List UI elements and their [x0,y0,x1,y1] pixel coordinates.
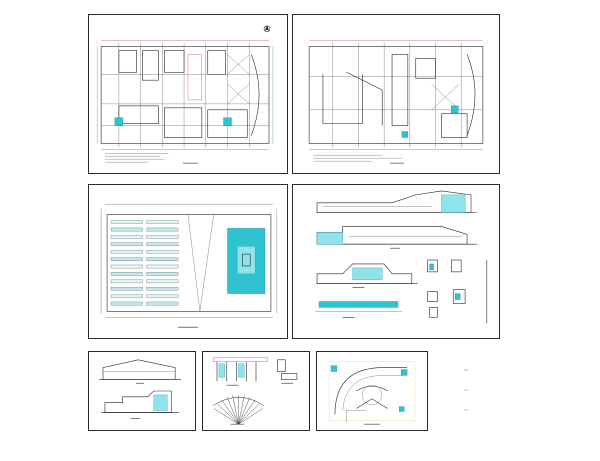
roof-panel-row [146,242,179,247]
drawing-sheet-structure[interactable] [202,351,310,431]
grid-lines [101,42,269,148]
roof-panel-row [146,250,179,254]
drawing-sheet-section[interactable] [88,351,196,431]
fan-rib [238,403,260,425]
structure-drawing [212,357,298,425]
elevation-1 [316,190,477,213]
fan-arc [212,397,264,406]
roof-panel-row [110,257,143,261]
dimension-lines [96,40,274,150]
drawing-sheet-elevations[interactable] [292,184,500,339]
roof-panel-row [110,250,143,254]
elevation-3 [316,263,418,288]
drawing-sheet-floor-plan-1[interactable] [88,14,288,174]
section-drawing [99,359,181,419]
roof-panel-row [110,227,143,232]
roof-panel-row [146,220,179,224]
roof-panel-row [110,294,143,298]
roof-panels [110,220,179,306]
loose-annotation-marks [462,366,470,416]
roof-panel-row [146,301,179,306]
roof-panel-row [146,294,179,298]
grid-lines [309,42,483,148]
fan-canopy [212,394,264,425]
elevation-2 [316,226,477,249]
notes-block [105,153,169,163]
fan-rib [226,397,239,425]
drawing-sheet-roof-plan[interactable] [88,184,288,339]
roof-panel-row [146,279,179,284]
drawing-sheet-floor-plan-2[interactable] [292,14,500,174]
roof-panel-row [146,264,179,269]
fan-rib [221,399,239,425]
roof-plan-drawing [100,204,278,328]
stair-core-highlight [223,117,232,126]
roof-panel-row [110,279,143,284]
north-arrow-icon [263,24,271,33]
roof-panel-row [110,264,143,269]
stair-core-highlight [401,131,409,138]
fan-rib [238,395,245,425]
roof-panel-row [146,257,179,261]
roof-panel-row [146,227,179,232]
elevations-drawing [315,190,488,324]
notes-block [313,155,402,162]
roof-panel-row [110,301,143,306]
site-plan-drawing [328,361,416,425]
fan-rib [238,408,264,425]
roof-ridge [187,214,214,312]
fan-rib [232,395,239,425]
floor-plan-2-drawing [308,40,484,164]
roof-panel-row [110,235,143,239]
roof-panel-row [110,242,143,247]
roof-panel-row [110,220,143,224]
fan-rib [213,408,239,425]
roof-panel-row [110,272,143,276]
skylight-inner [237,246,256,274]
stair-core-highlight [114,117,124,126]
fan-rib [238,399,256,425]
roof-panel-row [146,235,179,239]
fan-rib [238,397,251,425]
fan-rib [217,403,239,425]
room-partitions [322,54,476,138]
roof-panel-row [146,287,179,291]
floor-plan-1-drawing [96,24,274,164]
roof-panel-row [146,272,179,276]
wall-section [315,301,402,318]
roof-panel-row [110,287,143,291]
drawing-sheet-site-plan[interactable] [316,351,428,431]
stair-core-highlight [451,105,459,113]
detail-nodes [427,259,488,324]
room-partitions [118,50,260,138]
